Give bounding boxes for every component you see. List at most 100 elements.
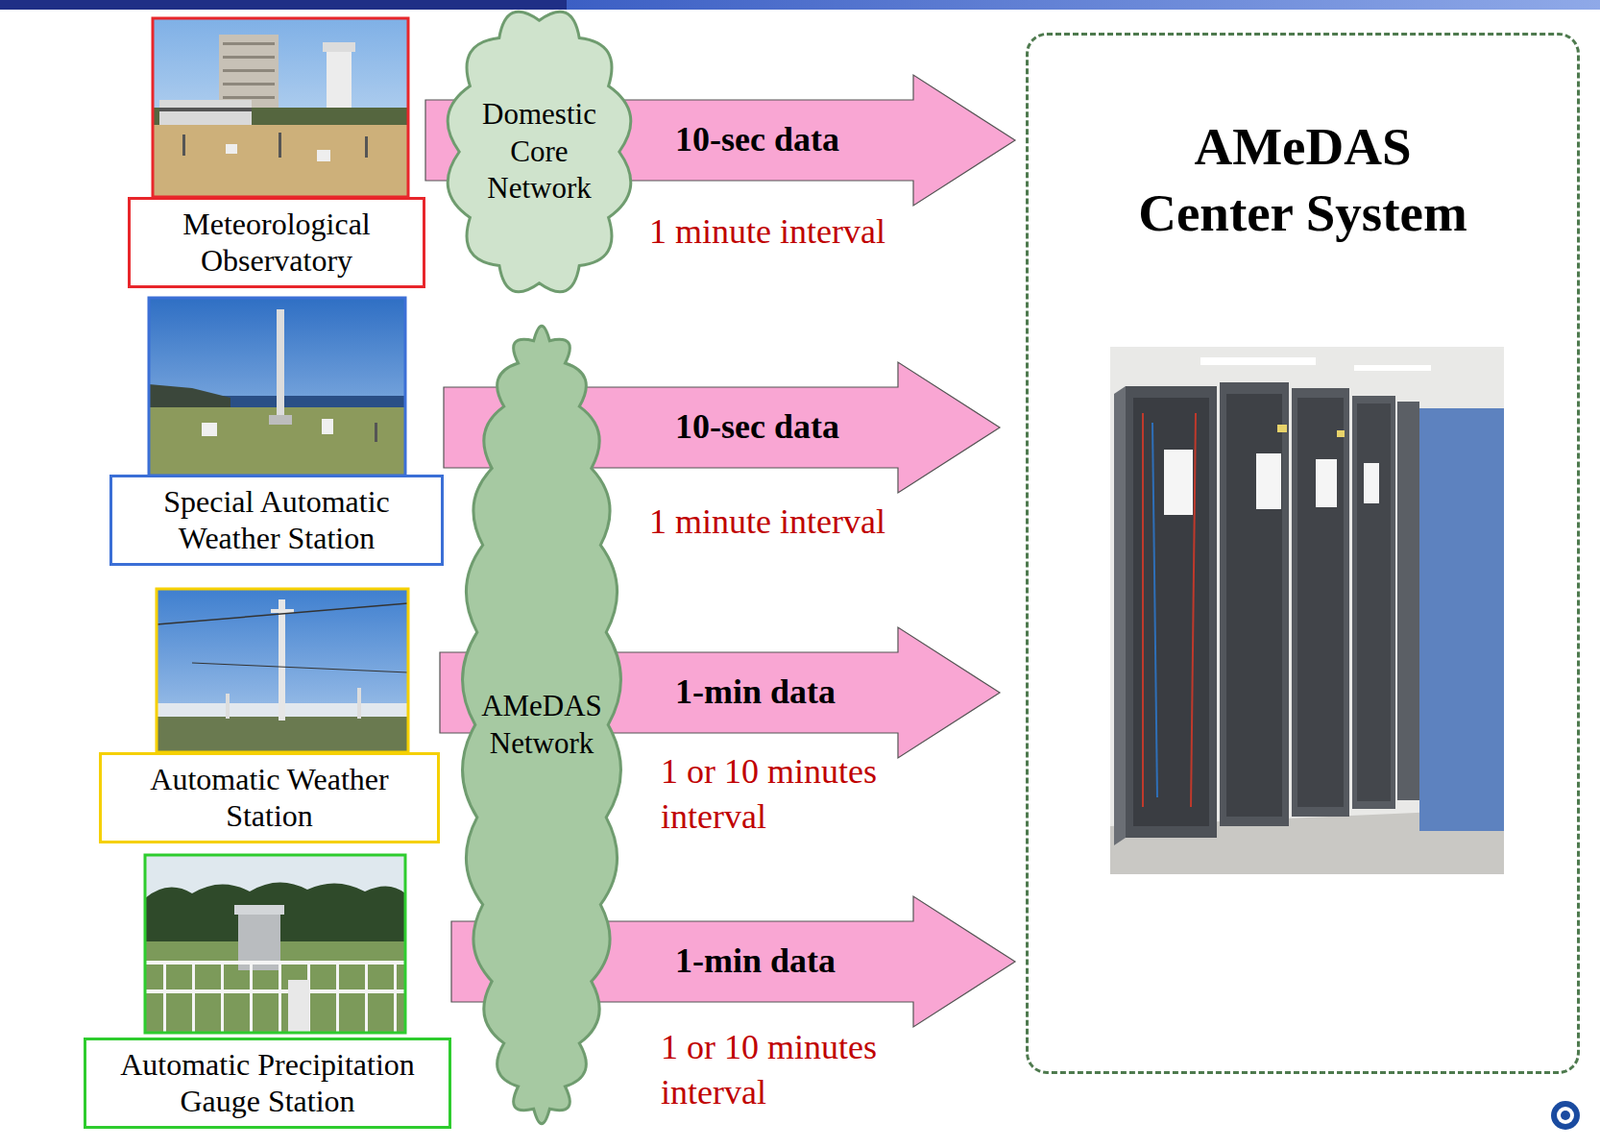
server-room-photo: [1110, 346, 1504, 874]
server-room-photo-part: [1277, 424, 1287, 433]
special-station-photo-part: [201, 422, 218, 437]
weather-station-photo-part: [225, 693, 230, 719]
observatory-photo-part: [159, 107, 252, 112]
server-room-photo-part: [1354, 364, 1431, 371]
network-name: Domestic Core Network: [472, 96, 607, 208]
observatory-photo-part: [322, 42, 356, 52]
center-title: AMeDAS Center System: [1122, 114, 1483, 247]
server-room-photo-part: [1315, 459, 1337, 508]
cloud-outline: [459, 321, 625, 1128]
data-rate-label: 1-min data: [672, 671, 839, 713]
station-node: Special Automatic Weather Station: [109, 297, 444, 566]
server-room-photo-part: [1419, 408, 1504, 831]
observatory-photo-part: [182, 134, 186, 156]
station-label-box: Special Automatic Weather Station: [109, 474, 444, 566]
precipitation-station-photo-part: [234, 904, 285, 915]
server-room-photo-part: [1152, 422, 1158, 798]
cloud-shape: [462, 325, 622, 1124]
weather-station-photo-part: [278, 599, 286, 721]
weather-station-photo-part: [156, 588, 409, 752]
server-room-photo-part: [1336, 430, 1345, 437]
station-name: Special Automatic Weather Station: [163, 484, 390, 556]
network-cloud: Domestic Core Network: [440, 1, 638, 302]
server-room-photo-part: [1363, 462, 1380, 504]
weather-station-photo-part: [270, 608, 294, 613]
precipitation-station-photo-part: [145, 854, 406, 1033]
precipitation-station-photo-part: [163, 960, 167, 1033]
station-label-box: Automatic Precipitation Gauge Station: [83, 1037, 452, 1129]
interval-note: 1 minute interval: [649, 209, 967, 255]
special-station-photo-part: [268, 414, 292, 425]
cloud-shape: [447, 11, 631, 292]
server-room-photo-part: [1397, 401, 1420, 800]
server-room-photo-part: [1133, 397, 1210, 826]
station-node: Automatic Weather Station: [98, 588, 440, 844]
observatory-photo-part: [278, 132, 282, 158]
precipitation-station-photo-part: [288, 979, 310, 1033]
data-rate-label: 10-sec data: [672, 406, 843, 448]
precipitation-station-photo-part: [364, 960, 368, 1033]
special-station-photo: [148, 297, 406, 476]
server-room-photo-part: [1200, 357, 1316, 365]
server-room-photo-part: [1141, 412, 1144, 807]
agency-logo-part: [1560, 1110, 1571, 1120]
top-bar-part: [566, 0, 1600, 10]
precipitation-station-photo-part: [220, 960, 224, 1033]
server-room-photo-part: [1226, 393, 1283, 817]
station-node: Meteorological Observatory: [127, 18, 426, 289]
station-name: Automatic Weather Station: [149, 761, 388, 833]
station-node: Automatic Precipitation Gauge Station: [83, 854, 452, 1129]
data-rate-label: 10-sec data: [672, 119, 843, 161]
precipitation-station-photo-part: [145, 854, 406, 1033]
server-room-photo-part: [1256, 453, 1282, 510]
observatory-photo-part: [225, 144, 238, 154]
data-rate-label: 1-min data: [672, 940, 839, 982]
observatory-photo-part: [222, 96, 275, 99]
precipitation-station-photo-part: [192, 960, 195, 1033]
station-name: Automatic Precipitation Gauge Station: [120, 1046, 415, 1118]
server-room-photo-part: [1297, 397, 1344, 807]
network-cloud: AMeDAS Network: [459, 321, 625, 1128]
special-station-photo-part: [148, 297, 406, 476]
top-bar-part: [0, 0, 567, 10]
observatory-photo-part: [152, 18, 409, 197]
special-station-photo-part: [374, 422, 378, 442]
weather-station-photo-part: [357, 687, 362, 719]
special-station-photo-part: [276, 309, 285, 423]
cloud-text-wrap: AMeDAS Network: [459, 321, 625, 1128]
precipitation-station-photo: [145, 854, 406, 1033]
agency-logo: [1551, 1100, 1580, 1130]
weather-station-photo: [156, 588, 409, 752]
interval-note: 1 minute interval: [649, 499, 967, 545]
observatory-photo-part: [222, 82, 275, 86]
agency-logo-part: [1556, 1106, 1575, 1124]
observatory-photo-part: [222, 69, 275, 73]
special-station-photo-part: [321, 418, 334, 435]
network-name: AMeDAS Network: [474, 687, 609, 763]
observatory-photo: [152, 18, 409, 197]
server-room-photo-part: [1352, 395, 1396, 809]
observatory-photo-part: [222, 55, 275, 59]
precipitation-station-photo-part: [278, 960, 282, 1033]
server-room-photo-part: [1110, 346, 1504, 874]
server-room-photo-part: [1219, 382, 1289, 826]
precipitation-station-photo-part: [249, 960, 253, 1033]
weather-station-photo-part: [192, 662, 409, 673]
observatory-photo-part: [152, 18, 409, 197]
server-room-photo-part: [1163, 449, 1193, 515]
precipitation-station-photo-part: [336, 960, 340, 1033]
weather-station-photo-part: [156, 716, 409, 752]
server-room-photo-part: [1114, 386, 1126, 846]
special-station-photo-part: [148, 297, 406, 476]
cloud-text-wrap: Domestic Core Network: [440, 1, 638, 302]
observatory-photo-part: [159, 99, 252, 129]
station-label-box: Automatic Weather Station: [98, 751, 440, 844]
server-room-photo-part: [1125, 386, 1217, 838]
interval-note: 1 or 10 minutes interval: [660, 749, 930, 840]
observatory-photo-part: [364, 136, 368, 158]
agency-logo-part: [1551, 1100, 1580, 1130]
center-system-box: AMeDAS Center System: [1025, 32, 1580, 1074]
station-name: Meteorological Observatory: [182, 206, 370, 278]
server-room-photo-part: [1357, 403, 1391, 801]
